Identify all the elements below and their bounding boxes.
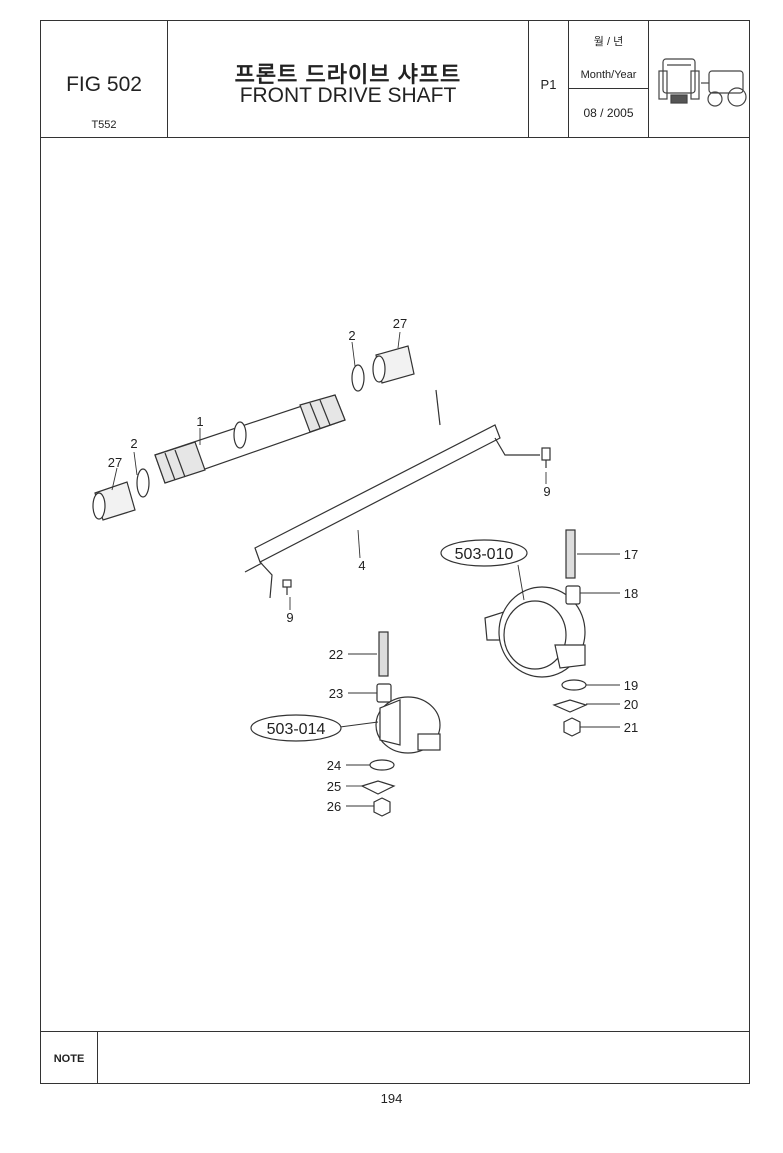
callout-9-lower: 9: [286, 610, 293, 625]
front-drive-shaft: [154, 394, 346, 484]
bearing-housing-014: [375, 696, 441, 754]
date-value: 08 / 2005: [583, 106, 634, 120]
model-code: T552: [91, 119, 117, 131]
ref-label-014: 503-014: [267, 721, 326, 738]
washer-24: [369, 759, 395, 771]
date-label-korean: 월 / 년: [593, 36, 624, 48]
title-cell: 프론트 드라이브 샤프트 FRONT DRIVE SHAFT: [168, 21, 529, 137]
ref-503-014: 503-014: [250, 714, 342, 742]
callout-9-upper: 9: [543, 484, 550, 499]
ref-label-010: 503-010: [455, 546, 514, 563]
callout-25: 25: [327, 779, 341, 794]
fig-cell: FIG 502 T552: [41, 21, 168, 137]
nut-26: [373, 797, 391, 817]
callout-21: 21: [624, 720, 638, 735]
stud-22: [378, 631, 389, 677]
page-number: 194: [380, 1091, 403, 1106]
bushing-left: [92, 481, 136, 521]
sleeve-23: [376, 683, 392, 703]
page-label: P1: [540, 77, 557, 92]
tractor-icon: [658, 58, 747, 107]
title-korean: 프론트 드라이브 샤프트: [234, 62, 462, 87]
tractor-logo-cell: [649, 21, 751, 137]
callout-4: 4: [358, 558, 365, 573]
date-label-english: Month/Year: [580, 69, 637, 81]
date-cell: 월 / 년 Month/Year 08 / 2005: [569, 21, 649, 137]
callout-24: 24: [327, 758, 341, 773]
page-cell: P1: [529, 21, 569, 137]
lock-washer-20: [552, 699, 588, 713]
callout-26: 26: [327, 799, 341, 814]
callout-18: 18: [624, 586, 638, 601]
note-row: NOTE: [41, 1031, 749, 1085]
callout-23: 23: [329, 686, 343, 701]
bearing-housing-010: [484, 586, 586, 678]
bolt-upper: [541, 447, 551, 468]
leader-lines: [111, 331, 620, 807]
callout-27-right: 27: [393, 316, 407, 331]
callout-2-right: 2: [348, 328, 355, 343]
bolt-lower: [282, 579, 292, 595]
title-english: FRONT DRIVE SHAFT: [239, 84, 457, 107]
callout-17: 17: [624, 547, 638, 562]
ref-503-010: 503-010: [440, 539, 528, 567]
note-label: NOTE: [41, 1032, 98, 1084]
callout-20: 20: [624, 697, 638, 712]
lock-washer-25: [360, 780, 396, 795]
stud-17: [565, 529, 576, 579]
shaft-guard: [244, 389, 540, 599]
circlip-left: [136, 468, 150, 498]
bushing-right: [372, 345, 415, 384]
callout-27-left: 27: [108, 455, 122, 470]
nut-21: [563, 717, 581, 737]
callout-19: 19: [624, 678, 638, 693]
circlip-right: [351, 364, 365, 392]
callout-22: 22: [329, 647, 343, 662]
figure-number: FIG 502: [66, 73, 142, 96]
title-block: FIG 502 T552 프론트 드라이브 샤프트 FRONT DRIVE SH…: [41, 21, 749, 138]
washer-19: [561, 679, 587, 691]
page-frame: FIG 502 T552 프론트 드라이브 샤프트 FRONT DRIVE SH…: [40, 20, 750, 1084]
sleeve-18: [565, 585, 581, 605]
date-divider: [569, 88, 648, 89]
callout-2-left: 2: [130, 436, 137, 451]
callout-1: 1: [196, 414, 203, 429]
